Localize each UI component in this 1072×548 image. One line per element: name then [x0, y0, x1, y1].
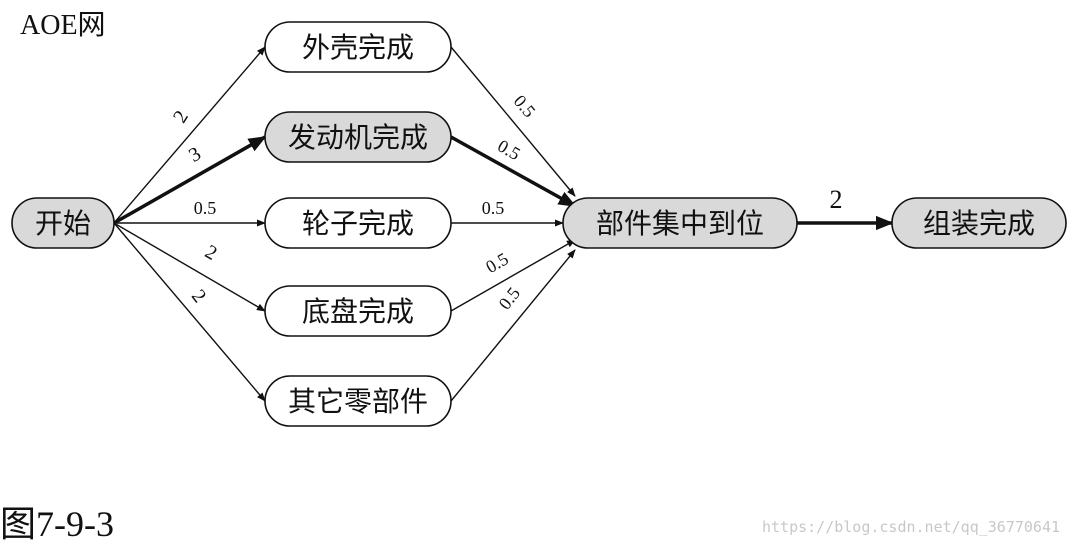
edge-weight-label-start-chassis: 2	[201, 241, 221, 265]
node-start-shape	[11, 197, 115, 249]
node-gather-label: 部件集中到位	[596, 207, 764, 240]
edge-weight-label-start-other: 2	[187, 286, 210, 307]
edge-weight-label-chassis-gather: 0.5	[482, 249, 511, 278]
edge-chassis-gather-arrow	[450, 239, 576, 312]
node-other-label: 其它零部件	[288, 385, 428, 418]
edge-start-other-arrow	[113, 222, 266, 402]
node-engine-shape	[264, 111, 452, 163]
edge-weight-label-start-wheels: 0.5	[194, 198, 217, 218]
edge-other-gather-arrow	[450, 249, 576, 402]
node-gather: 部件集中到位	[562, 197, 798, 249]
edge-weight-label-start-engine: 3	[185, 143, 205, 167]
node-gather-shape	[562, 197, 798, 249]
node-chassis-label: 底盘完成	[302, 295, 414, 328]
diagram-title: AOE网	[20, 10, 106, 41]
node-chassis-shape	[264, 285, 452, 337]
edge-start-shell-arrow	[113, 46, 266, 224]
edge-engine-gather-critical-arrow	[450, 135, 577, 208]
node-engine-label: 发动机完成	[288, 121, 428, 154]
edge-weight-label-start-shell: 2	[169, 107, 193, 127]
edge-weight-label-shell-gather: 0.5	[510, 91, 540, 121]
node-other-shape	[264, 375, 452, 427]
node-shell: 外壳完成	[264, 21, 452, 73]
edge-start-engine-critical-arrow	[113, 135, 267, 225]
edge-shell-gather-arrow	[450, 46, 576, 197]
node-start-label: 开始	[35, 207, 91, 240]
watermark-text: https://blog.csdn.net/qq_36770641	[762, 518, 1060, 536]
node-start: 开始	[11, 197, 115, 249]
node-wheels: 轮子完成	[264, 197, 452, 249]
node-other: 其它零部件	[264, 375, 452, 427]
node-engine: 发动机完成	[264, 111, 452, 163]
edge-weight-label-other-gather: 0.5	[494, 283, 524, 313]
node-chassis: 底盘完成	[264, 285, 452, 337]
node-shell-label: 外壳完成	[302, 31, 414, 64]
node-wheels-label: 轮子完成	[302, 207, 414, 240]
node-assembly-shape	[891, 197, 1067, 249]
edge-weight-label-wheels-gather: 0.5	[482, 198, 505, 218]
node-wheels-shape	[264, 197, 452, 249]
edges-layer	[113, 46, 894, 402]
edge-weight-label-gather-assembly: 2	[830, 185, 843, 214]
node-assembly: 组装完成	[891, 197, 1067, 249]
edge-start-chassis-arrow	[113, 222, 266, 312]
node-shell-shape	[264, 21, 452, 73]
edge-weight-label-engine-gather: 0.5	[494, 136, 523, 165]
figure-caption: 图7-9-3	[0, 504, 114, 544]
node-assembly-label: 组装完成	[923, 207, 1035, 240]
